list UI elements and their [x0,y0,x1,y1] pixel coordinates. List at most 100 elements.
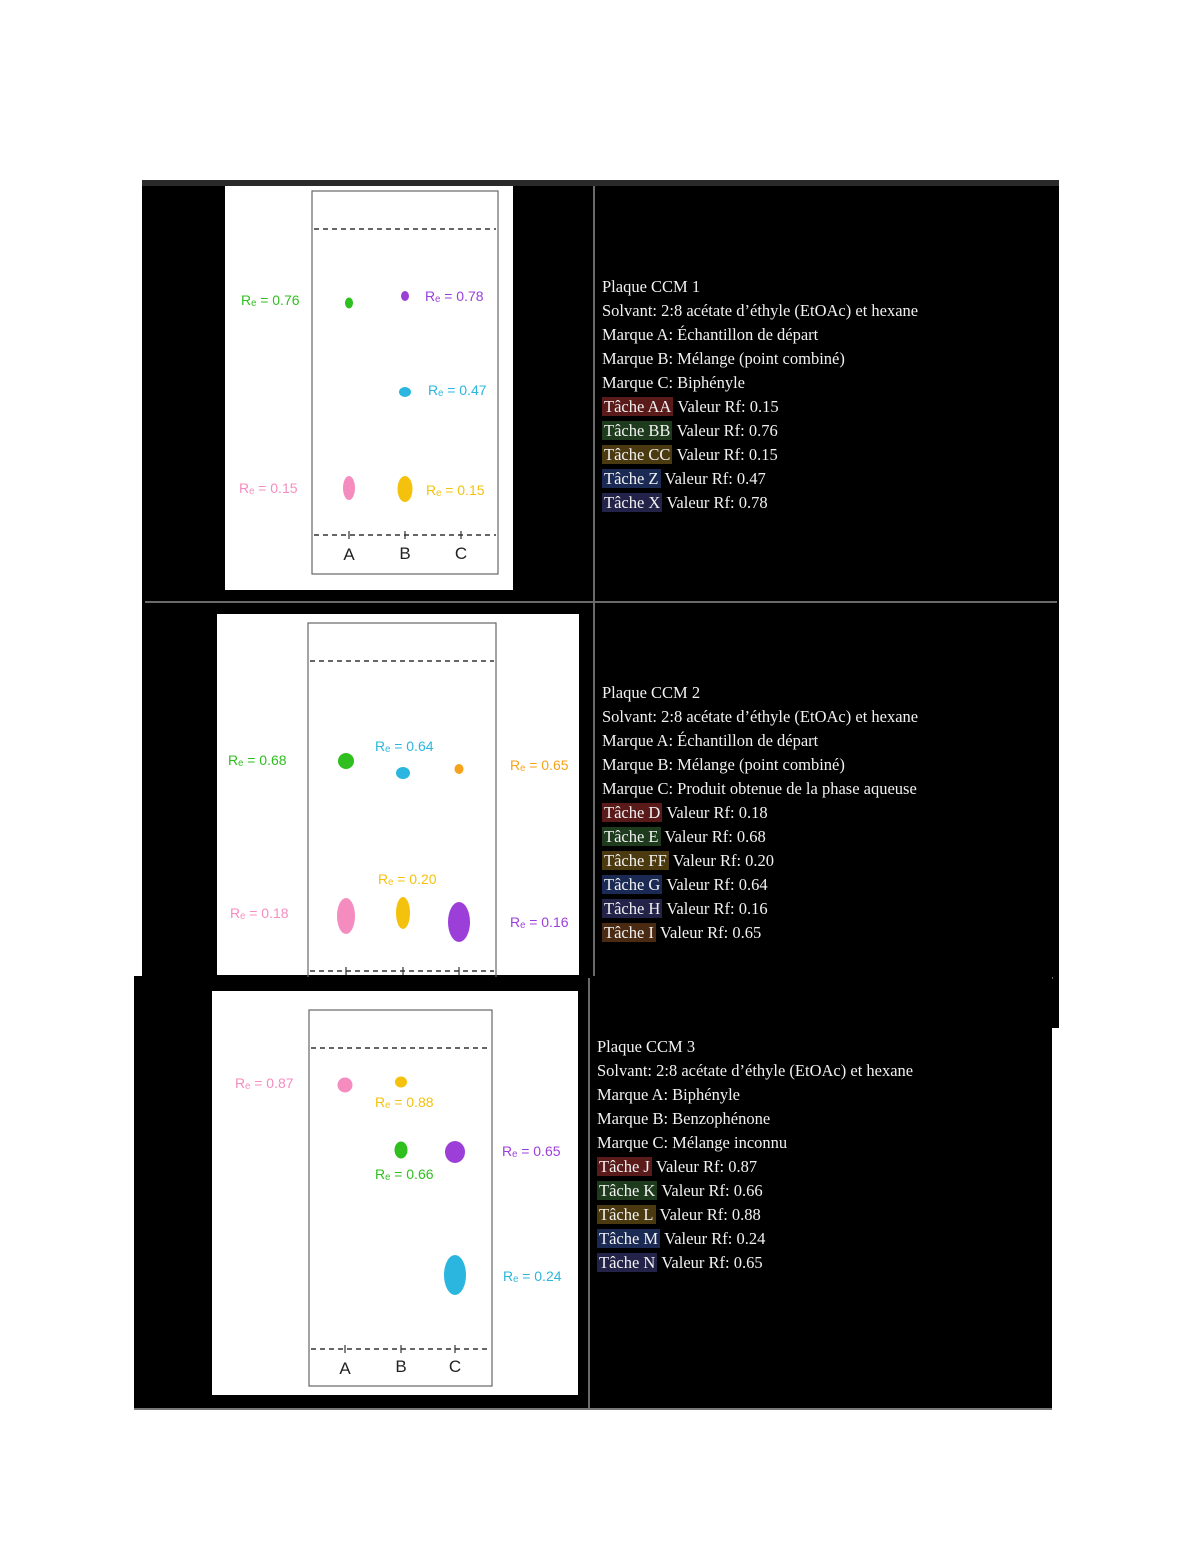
rf-label: Rₑ = 0.18 [230,905,289,921]
rf-label: Rₑ = 0.87 [235,1075,294,1091]
spot-green [345,297,353,309]
plate-1-lane-a: A [343,545,355,564]
plate-3-info: Plaque CCM 3 Solvant: 2:8 acétate d’éthy… [597,1035,913,1275]
spot-cyan [444,1255,466,1295]
spot-tag: Tâche FF [602,851,669,870]
tlc-plate-2: Rₑ = 0.68 Rₑ = 0.64 Rₑ = 0.65 Rₑ = 0.20 … [228,622,569,977]
spot-value: Valeur Rf: 0.78 [666,493,768,512]
rf-label: Rₑ = 0.20 [378,871,437,887]
spot-value: Valeur Rf: 0.65 [661,1253,763,1272]
spot-orange [454,764,464,774]
spot-value: Valeur Rf: 0.76 [676,421,778,440]
spot-tag: Tâche CC [602,445,673,464]
spot-tag: Tâche G [602,875,663,894]
spot-tag: Tâche I [602,923,656,942]
solvent-text: Solvant: 2:8 acétate d’éthyle (EtOAc) et… [602,301,919,320]
plate-title: Plaque CCM 3 [597,1037,696,1056]
mark-c-text: Marque C: Biphényle [602,373,745,392]
row-divider-1 [145,601,1057,603]
rf-label: Rₑ = 0.15 [426,482,485,498]
spot-value: Valeur Rf: 0.65 [659,923,762,942]
spot-tag: Tâche D [602,803,663,822]
spot-cyan [399,387,411,397]
spot-pink [343,476,355,500]
spot-value: Valeur Rf: 0.16 [666,899,768,918]
spot-value: Valeur Rf: 0.47 [664,469,766,488]
divider-bottom [588,978,590,1408]
spot-purple [445,1141,465,1163]
spot-purple [401,291,409,301]
mark-b-text: Marque B: Benzophénone [597,1109,771,1128]
rf-label: Rₑ = 0.16 [510,914,569,930]
plate-1-lane-b: B [399,544,410,563]
mark-b-text: Marque B: Mélange (point combiné) [602,349,845,368]
spot-tag: Tâche E [602,827,661,846]
tlc-plate-1: A B C Rₑ = 0.76 Rₑ = 0.78 Rₑ = 0.47 Rₑ =… [239,190,499,575]
mark-a-text: Marque A: Biphényle [597,1085,740,1104]
spot-tag: Tâche BB [602,421,673,440]
rf-label: Rₑ = 0.15 [239,480,298,496]
spot-tag: Tâche L [597,1205,656,1224]
rf-label: Rₑ = 0.65 [502,1143,561,1159]
tlc-plate-3-background [212,991,578,1395]
rf-label: Rₑ = 0.24 [503,1268,562,1284]
spot-value: Valeur Rf: 0.87 [655,1157,758,1176]
spot-tag: Tâche N [597,1253,658,1272]
spot-tag: Tâche Z [602,469,661,488]
plate-3-lane-a: A [339,1359,351,1378]
plate-2-frame [307,622,497,977]
spot-yellow [396,897,410,929]
spot-tag: Tâche AA [602,397,674,416]
plate-3-lane-c: C [449,1357,461,1376]
spot-pink [337,1077,353,1093]
spot-value: Valeur Rf: 0.15 [677,397,779,416]
spot-green [338,753,354,769]
spot-green [394,1141,408,1159]
spot-yellow [397,476,413,502]
spot-tag: Tâche H [602,899,663,918]
mark-a-text: Marque A: Échantillon de départ [602,325,819,344]
rf-label: Rₑ = 0.65 [510,757,569,773]
plate-1-lane-c: C [455,544,467,563]
spot-yellow [395,1076,407,1088]
solvent-text: Solvant: 2:8 acétate d’éthyle (EtOAc) et… [597,1061,914,1080]
rf-label: Rₑ = 0.66 [375,1166,434,1182]
spot-value: Valeur Rf: 0.18 [666,803,768,822]
table-bottom-border [134,1408,1052,1410]
spot-value: Valeur Rf: 0.24 [664,1229,766,1248]
rf-label: Rₑ = 0.76 [241,292,300,308]
spot-value: Valeur Rf: 0.64 [666,875,768,894]
table-top-border [142,180,1059,186]
spot-tag: Tâche X [602,493,663,512]
mark-c-text: Marque C: Mélange inconnu [597,1133,788,1152]
spot-value: Valeur Rf: 0.66 [661,1181,763,1200]
spot-value: Valeur Rf: 0.88 [659,1205,761,1224]
tlc-plate-1-background [225,186,513,590]
solvent-text: Solvant: 2:8 acétate d’éthyle (EtOAc) et… [602,707,919,726]
mark-c-text: Marque C: Produit obtenue de la phase aq… [602,779,917,798]
plate-3-frame [308,1009,493,1387]
spot-purple [448,902,470,942]
rf-label: Rₑ = 0.78 [425,288,484,304]
spot-tag: Tâche K [597,1181,658,1200]
spot-cyan [396,767,410,779]
spot-pink [337,898,355,934]
rf-label: Rₑ = 0.47 [428,382,487,398]
plate-3-lane-b: B [395,1357,406,1376]
rf-label: Rₑ = 0.88 [375,1094,434,1110]
tlc-plate-3: A B C Rₑ = 0.87 Rₑ = 0.88 Rₑ = 0.65 Rₑ =… [235,1009,562,1387]
mark-b-text: Marque B: Mélange (point combiné) [602,755,845,774]
spot-tag: Tâche J [597,1157,652,1176]
